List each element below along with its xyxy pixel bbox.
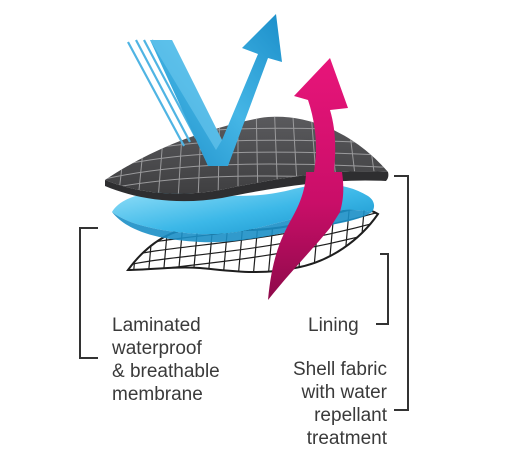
vapour-escape-arrow-icon (268, 58, 348, 300)
membrane-label-line: Laminated (112, 315, 201, 336)
membrane-label: Laminated waterproof & breathable membra… (112, 314, 220, 406)
rain-deflect-arrow-icon (150, 14, 282, 166)
membrane-label-line: membrane (112, 384, 203, 405)
shell-label-line: with water (301, 382, 387, 403)
membrane-label-line: waterproof (112, 338, 202, 359)
lining-bracket (376, 253, 389, 325)
shell-label-line: treatment (306, 428, 387, 449)
membrane-bracket (79, 227, 98, 359)
shell-bracket (394, 175, 409, 411)
lining-label: Lining (308, 314, 359, 337)
lining-label-line: Lining (308, 315, 359, 336)
membrane-label-line: & breathable (112, 361, 220, 382)
shell-fabric-label: Shell fabric with water repellant treatm… (275, 358, 387, 450)
shell-label-line: repellant (314, 405, 387, 426)
shell-label-line: Shell fabric (293, 359, 387, 380)
shell-fabric-layer (105, 116, 389, 202)
